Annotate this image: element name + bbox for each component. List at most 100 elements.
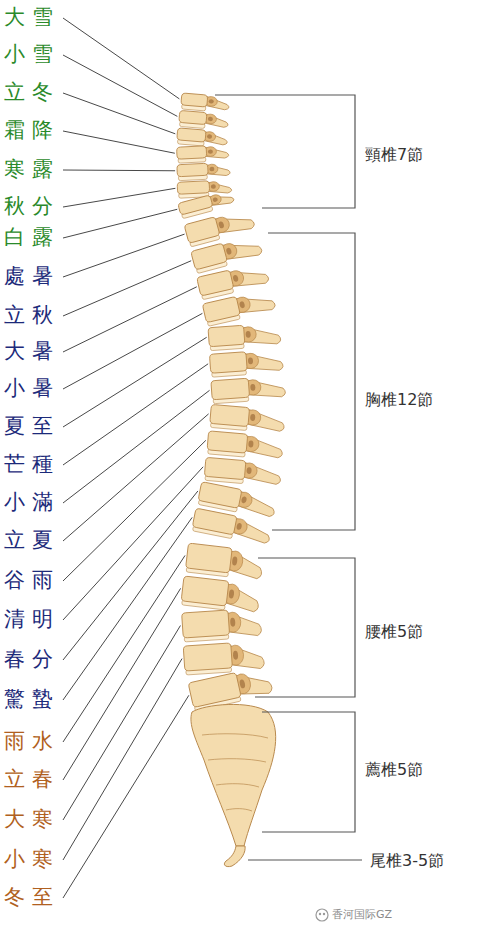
vertebra xyxy=(207,431,284,458)
coccyx xyxy=(224,846,245,867)
vertebral-body xyxy=(202,296,240,322)
vertebral-body xyxy=(181,93,208,107)
solar-term-label: 小暑 xyxy=(4,377,60,400)
solar-term-label: 小寒 xyxy=(4,848,60,871)
vertebra xyxy=(188,666,273,710)
leader-line xyxy=(63,337,207,427)
foramen xyxy=(208,117,213,122)
sacral-lines xyxy=(202,734,268,811)
leader-line xyxy=(63,55,177,116)
vertebra xyxy=(209,349,283,375)
leader-line xyxy=(63,93,175,134)
vertebra xyxy=(181,576,261,612)
vertebral-body xyxy=(177,163,208,177)
solar-term-label: 大暑 xyxy=(4,340,60,363)
foramen xyxy=(230,618,236,627)
foramen xyxy=(250,384,255,391)
spinous-process xyxy=(240,324,281,347)
watermark-icon-circle xyxy=(316,909,328,921)
foramen xyxy=(239,679,246,689)
foramen xyxy=(211,184,216,189)
vertebra xyxy=(183,641,264,674)
foramen xyxy=(246,467,252,474)
foramen xyxy=(232,274,238,282)
vertebra xyxy=(202,288,276,324)
vertebral-body xyxy=(191,243,228,270)
vertebral-body xyxy=(207,431,248,453)
vertebral-body xyxy=(209,352,247,374)
solar-term-label: 小滿 xyxy=(4,491,60,514)
leader-line xyxy=(63,364,208,465)
spinous-process xyxy=(227,642,265,671)
vertebra xyxy=(177,145,229,161)
solar-term-label: 處暑 xyxy=(4,265,60,288)
vertebral-body xyxy=(177,146,207,159)
spinous-process xyxy=(244,377,285,400)
solar-term-label: 立秋 xyxy=(4,304,60,327)
vertebra xyxy=(191,234,263,272)
foramen xyxy=(241,496,247,504)
vertebra-group-label: 薦椎5節 xyxy=(365,761,423,779)
brackets xyxy=(215,95,362,860)
solar-term-label: 秋分 xyxy=(4,195,60,218)
watermark-icon-dot xyxy=(319,913,321,915)
vertebra xyxy=(182,608,262,641)
vertebra-group-label: 胸椎12節 xyxy=(365,391,433,409)
watermark: 香河国际GZ xyxy=(332,909,392,921)
leader-line xyxy=(63,313,202,389)
solar-term-label: 清明 xyxy=(4,608,60,631)
solar-term-label: 冬至 xyxy=(4,886,60,909)
leader-line xyxy=(63,414,209,541)
vertebral-body xyxy=(184,217,220,244)
spine-drawing xyxy=(177,93,286,867)
foramen xyxy=(209,99,214,104)
spinous-process xyxy=(240,461,282,484)
foramen xyxy=(212,197,218,202)
spinous-process xyxy=(244,408,286,431)
vertebra xyxy=(177,180,232,196)
vertebral-body xyxy=(182,610,230,638)
foramen xyxy=(209,167,214,172)
vertebra-group-label: 尾椎3-5節 xyxy=(370,852,444,870)
leader-line xyxy=(63,287,197,352)
vertebra xyxy=(177,162,230,178)
watermark-icon-dot xyxy=(323,913,325,915)
solar-term-label: 驚蟄 xyxy=(4,688,60,711)
vertebral-body xyxy=(211,378,250,400)
solar-term-label: 立春 xyxy=(4,768,60,791)
vertebral-body xyxy=(210,404,250,426)
leader-line xyxy=(63,170,175,172)
spinous-process xyxy=(242,435,284,458)
solar-term-label: 霜降 xyxy=(4,119,60,142)
vertebra xyxy=(184,207,255,245)
foramen xyxy=(248,357,253,364)
solar-term-label: 芒種 xyxy=(4,453,60,476)
foramen xyxy=(208,149,213,154)
leader-line xyxy=(63,695,189,898)
leader-line xyxy=(63,626,180,820)
foramen xyxy=(239,301,245,309)
vertebral-body xyxy=(179,110,207,124)
foramen xyxy=(232,556,238,566)
leader-line xyxy=(63,588,181,780)
sacrum-bracket xyxy=(262,712,355,832)
vertebra xyxy=(185,543,264,579)
vertebral-body xyxy=(183,643,232,671)
solar-term-label: 立夏 xyxy=(4,529,60,552)
leader-line xyxy=(63,390,210,503)
vertebral-body xyxy=(192,508,237,535)
solar-term-label: 白露 xyxy=(4,226,60,249)
foramen xyxy=(226,247,233,255)
foramen xyxy=(250,414,256,421)
vertebral-body xyxy=(178,195,213,215)
vertebral-body xyxy=(197,270,234,296)
leader-line xyxy=(63,659,182,860)
vertebra xyxy=(210,404,286,431)
leader-line xyxy=(63,234,185,277)
vertebra xyxy=(204,457,282,484)
vertebra xyxy=(192,508,273,544)
vertebra xyxy=(179,110,229,127)
spinous-process xyxy=(242,350,283,373)
